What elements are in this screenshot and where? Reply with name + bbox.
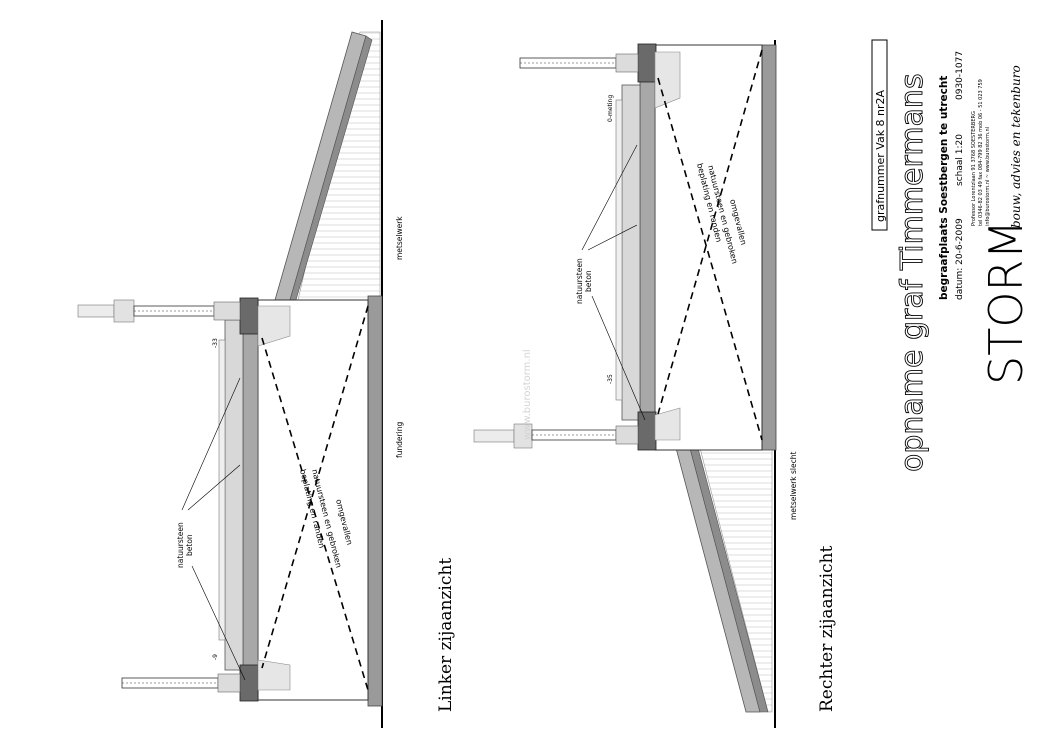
- right-dim-left: -35: [607, 374, 614, 384]
- left-column-top: [77, 299, 241, 323]
- left-corner-block-bottom: [239, 664, 259, 702]
- right-leader-3: [591, 295, 646, 421]
- left-support-bottom: [257, 659, 291, 691]
- left-leader-3: [191, 565, 246, 681]
- left-label-foundation: fundering: [395, 422, 404, 458]
- right-side-view: -35 0-meting natuursteen beton metselwer…: [473, 40, 837, 728]
- storm-logo: STORM: [979, 220, 1033, 385]
- watermark: www.burostorm.nl: [522, 349, 533, 440]
- scale-label: schaal 1:20: [955, 134, 965, 186]
- left-cross-line-1: [261, 337, 369, 691]
- right-stone-band: [639, 79, 656, 426]
- address-line2: tel 0346-82 03 49 fax 084-799 82 36 mob …: [978, 79, 984, 226]
- drawing-title: opname graf Timmermans: [895, 73, 930, 472]
- right-leader-2: [587, 224, 638, 251]
- right-cross-line-1: [657, 77, 763, 441]
- left-side-view: -33 -9 natuursteen beton fundering metse…: [77, 20, 456, 728]
- right-support-bottom: [654, 407, 681, 441]
- left-cross-line-2: [261, 305, 369, 669]
- left-dim-right: -33: [212, 338, 219, 348]
- left-leader-1: [181, 377, 241, 511]
- address-line1: Professor Lorentzlaan 91 3768 SOESTERBER…: [971, 111, 977, 226]
- left-label-concrete: beton: [185, 534, 194, 556]
- left-stone-band: [242, 311, 259, 678]
- drawing-number: 0930-1077: [955, 51, 965, 100]
- right-cross-line-2: [657, 49, 763, 415]
- right-column-bottom: [473, 423, 639, 449]
- right-support-top: [654, 51, 681, 109]
- left-stone-edge: [218, 339, 226, 641]
- title-block: grafnummer Vak 8 nr2A opname graf Timmer…: [871, 39, 1033, 472]
- right-leader-1: [581, 144, 638, 251]
- right-corner-block-bottom: [637, 411, 657, 451]
- location: begraafplaats Soestbergen te utrecht: [938, 76, 950, 300]
- left-caption: Linker zijaanzicht: [436, 558, 456, 712]
- left-corner-block-top: [239, 297, 259, 335]
- right-column-top: [519, 53, 639, 73]
- left-support-top: [257, 305, 291, 347]
- left-foundation: [367, 295, 383, 707]
- left-stone-top: [224, 319, 244, 671]
- grave-number: grafnummer Vak 8 nr2A: [874, 89, 887, 222]
- right-caption: Rechter zijaanzicht: [817, 546, 837, 712]
- right-label-stone: natuursteen: [575, 258, 584, 304]
- tagline: bouw, advies en tekenburo: [1009, 65, 1023, 228]
- grave-number-box: [871, 39, 888, 231]
- left-leader-2: [187, 464, 241, 511]
- date-label: datum: 20-6-2009: [955, 218, 965, 300]
- right-corner-block-top: [637, 43, 657, 83]
- right-label-masonry-bad: metselwerk slecht: [789, 451, 798, 520]
- left-masonry-hatch: [297, 31, 381, 301]
- right-stone-edge: [615, 99, 623, 401]
- left-label-masonry: metselwerk: [395, 216, 404, 260]
- right-label-zero: 0-meting: [607, 95, 614, 122]
- right-foundation: [761, 44, 777, 451]
- left-column-bottom: [121, 673, 241, 693]
- right-label-concrete: beton: [584, 270, 593, 292]
- right-concrete-body: [654, 44, 763, 451]
- left-label-stone: natuursteen: [176, 522, 185, 568]
- right-stone-top: [621, 84, 641, 421]
- left-dim-left: -9: [212, 654, 219, 660]
- address-line3: info@burostorm.nl ~ www.burostorm.nl: [985, 127, 991, 226]
